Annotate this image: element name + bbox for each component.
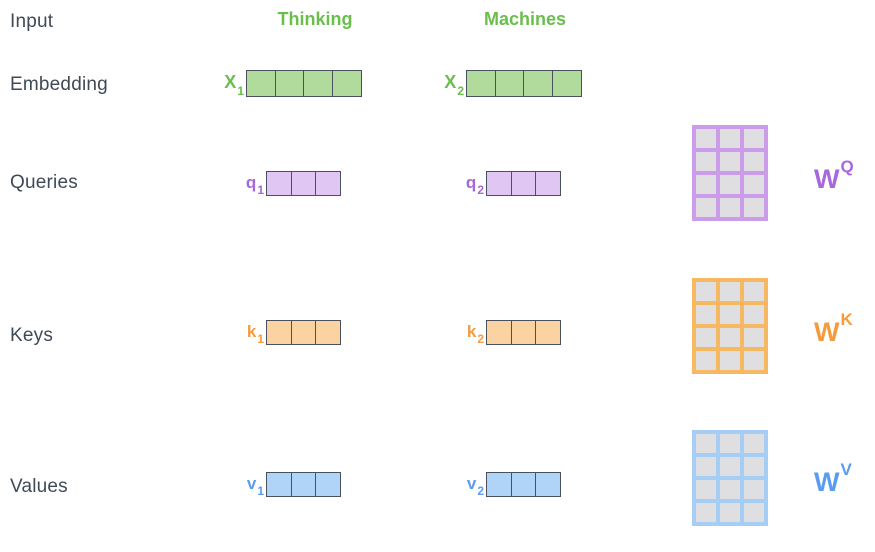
query-weight-matrix-label: WQ — [814, 157, 854, 194]
vector-cell — [266, 320, 292, 345]
vector-cell — [486, 320, 512, 345]
embedding-vector-label-x2: X2 — [444, 72, 464, 98]
matrix-cell — [744, 351, 764, 370]
value-vector-v2 — [486, 472, 561, 497]
matrix-cell — [696, 129, 716, 148]
matrix-cell — [744, 328, 764, 347]
vector-cell — [510, 171, 537, 196]
matrix-cell — [696, 480, 716, 499]
vector-cell — [290, 171, 317, 196]
token-machines: Machines — [483, 9, 567, 29]
row-label-embedding: Embedding — [10, 74, 108, 95]
key-weight-matrix-label: WK — [814, 310, 853, 347]
matrix-cell — [720, 175, 740, 194]
vector-cell — [551, 70, 582, 97]
matrix-cell — [696, 328, 716, 347]
vector-cell — [274, 70, 305, 97]
matrix-cell — [744, 434, 764, 453]
matrix-cell — [696, 152, 716, 171]
query-vector-q2 — [486, 171, 561, 196]
matrix-cell — [744, 282, 764, 301]
key-vector-label-k2: k2 — [466, 322, 484, 347]
vector-cell — [315, 320, 341, 345]
vector-cell — [290, 320, 317, 345]
vector-cell — [315, 472, 341, 497]
matrix-cell — [696, 198, 716, 217]
query-vector-q1 — [266, 171, 341, 196]
matrix-cell — [720, 503, 740, 522]
matrix-cell — [720, 282, 740, 301]
matrix-cell — [720, 129, 740, 148]
vector-cell — [266, 472, 292, 497]
vector-cell — [246, 70, 276, 97]
matrix-cell — [744, 457, 764, 476]
query-vector-label-q2: q2 — [465, 173, 484, 198]
vector-cell — [523, 70, 553, 97]
matrix-cell — [696, 175, 716, 194]
query-weight-matrix — [692, 125, 768, 221]
matrix-cell — [744, 152, 764, 171]
vector-cell — [535, 171, 561, 196]
query-vector-label-q1: q1 — [245, 173, 264, 198]
key-weight-matrix — [692, 278, 768, 374]
embedding-vector-label-x1: X1 — [224, 72, 244, 98]
matrix-cell — [744, 480, 764, 499]
row-label-values: Values — [10, 476, 68, 497]
value-vector-label-v1: v1 — [246, 474, 264, 499]
matrix-cell — [720, 152, 740, 171]
vector-cell — [486, 472, 512, 497]
token-thinking: Thinking — [277, 9, 353, 29]
vector-cell — [290, 472, 317, 497]
vector-cell — [331, 70, 362, 97]
matrix-cell — [720, 328, 740, 347]
row-label-keys: Keys — [10, 325, 54, 346]
matrix-cell — [744, 503, 764, 522]
vector-cell — [315, 171, 341, 196]
matrix-cell — [720, 457, 740, 476]
value-weight-matrix-label: WV — [814, 460, 852, 497]
vector-cell — [535, 320, 561, 345]
vector-cell — [510, 472, 537, 497]
vector-cell — [486, 171, 512, 196]
vector-cell — [510, 320, 537, 345]
matrix-cell — [744, 175, 764, 194]
vector-cell — [303, 70, 333, 97]
matrix-cell — [720, 351, 740, 370]
key-vector-label-k1: k1 — [246, 322, 264, 347]
matrix-cell — [696, 503, 716, 522]
matrix-cell — [696, 351, 716, 370]
vector-cell — [266, 171, 292, 196]
vector-cell — [494, 70, 525, 97]
row-label-queries: Queries — [10, 172, 78, 193]
matrix-cell — [696, 457, 716, 476]
value-vector-label-v2: v2 — [466, 474, 484, 499]
matrix-cell — [744, 305, 764, 324]
matrix-cell — [720, 434, 740, 453]
matrix-cell — [696, 434, 716, 453]
matrix-cell — [744, 198, 764, 217]
matrix-cell — [696, 305, 716, 324]
key-vector-k1 — [266, 320, 341, 345]
vector-cell — [535, 472, 561, 497]
key-vector-k2 — [486, 320, 561, 345]
matrix-cell — [720, 480, 740, 499]
vector-cell — [466, 70, 496, 97]
embedding-vector-x1 — [246, 70, 362, 97]
matrix-cell — [720, 198, 740, 217]
row-label-input: Input — [10, 11, 54, 32]
value-weight-matrix — [692, 430, 768, 526]
embedding-vector-x2 — [466, 70, 582, 97]
matrix-cell — [696, 282, 716, 301]
matrix-cell — [720, 305, 740, 324]
value-vector-v1 — [266, 472, 341, 497]
matrix-cell — [744, 129, 764, 148]
